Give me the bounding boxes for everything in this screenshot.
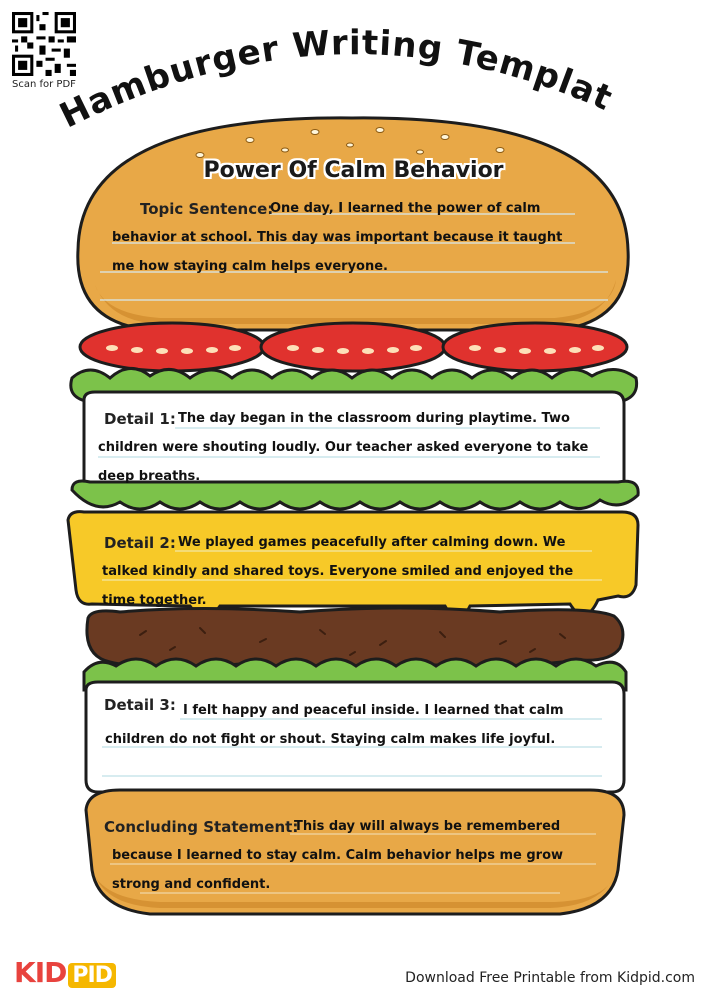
detail-3-panel (84, 680, 626, 794)
qr-caption: Scan for PDF (12, 79, 76, 90)
detail-1-label: Detail 1: (104, 410, 176, 428)
topic-sentence-label: Topic Sentence: (140, 200, 274, 218)
lettuce-layer (70, 479, 640, 511)
footer-download-text: Download Free Printable from Kidpid.com (405, 970, 695, 986)
logo-kid-text: KID (14, 956, 67, 989)
detail-2-block: Detail 2: We played games peacefully aft… (102, 528, 607, 615)
topic-sentence-text: One day, I learned the power of calm beh… (112, 201, 563, 274)
patty-layer (85, 606, 625, 671)
detail-1-block: Detail 1: The day began in the classroom… (98, 404, 608, 491)
detail-3-text: I felt happy and peaceful inside. I lear… (105, 703, 564, 747)
logo-pid-text: PID (68, 963, 116, 988)
concluding-statement-block: Concluding Statement: This day will alwa… (104, 812, 588, 899)
essay-topic-heading: Power Of Calm Behavior (203, 158, 504, 183)
topic-sentence-block: Topic Sentence: One day, I learned the p… (112, 194, 582, 281)
tomato-slices (78, 321, 629, 373)
cheese-layer (66, 510, 640, 620)
detail-1-text: The day began in the classroom during pl… (98, 411, 589, 484)
detail-2-label: Detail 2: (104, 534, 176, 552)
bottom-bun (84, 788, 626, 916)
qr-code-icon (12, 12, 76, 76)
concluding-statement-text: This day will always be remembered becau… (112, 819, 564, 892)
detail-2-text: We played games peacefully after calming… (102, 535, 574, 608)
detail-3-block: Detail 3: I felt happy and peaceful insi… (104, 696, 605, 754)
detail-3-label: Detail 3: (104, 696, 176, 714)
page-title-graphic: Hamburger Writing Template (0, 0, 618, 136)
concluding-statement-label: Concluding Statement: (104, 818, 299, 836)
